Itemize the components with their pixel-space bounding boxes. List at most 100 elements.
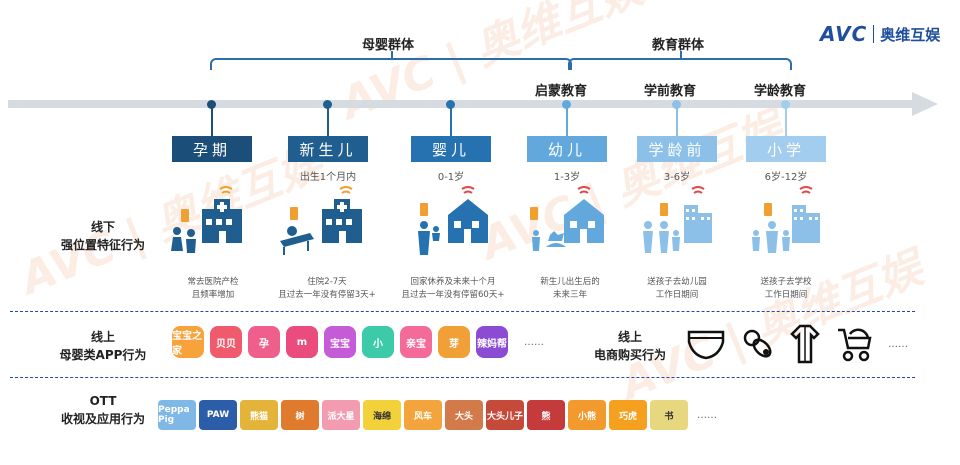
stage-pregnancy: 孕期: [172, 136, 252, 162]
timeline-connector: [450, 108, 452, 136]
desc-line: 常去医院产检: [187, 277, 239, 287]
more-ott-ellipsis: ……: [697, 409, 717, 421]
ott-icon[interactable]: 风车: [404, 400, 442, 430]
desc-line: 回家休养及未来十个月: [410, 277, 496, 287]
ott-icon[interactable]: 海绵: [363, 400, 401, 430]
stage-newborn: 新生儿: [288, 136, 368, 162]
stage-range: 3-6岁: [663, 172, 691, 183]
row-label-offline: 线下 强位置特征行为: [38, 218, 168, 254]
row-label-line: OTT: [89, 394, 117, 408]
pacifier-icon: [740, 326, 776, 362]
stage-range: 0-1岁: [437, 172, 465, 183]
desc-line: 送孩子去学校: [760, 277, 812, 287]
more-apps-ellipsis: ……: [524, 336, 544, 348]
timeline-connector: [785, 108, 787, 136]
app-icon[interactable]: 小: [362, 326, 394, 358]
desc-line: 住院2-7天: [307, 277, 347, 287]
row-label-line: 强位置特征行为: [60, 238, 145, 252]
stage-range: 1-3岁: [553, 172, 581, 183]
desc-line: 工作日期间: [764, 290, 808, 300]
ott-icon[interactable]: 小熊: [568, 400, 606, 430]
ott-icon[interactable]: 大头: [445, 400, 483, 430]
timeline-connector: [566, 108, 568, 136]
stage-primary: 小学: [746, 136, 826, 162]
school-dropoff-icon: [748, 185, 828, 261]
row-label-line: 线上: [617, 330, 642, 344]
desc-line: 且频率增加: [191, 290, 235, 300]
row-label-online: 线上 母婴类APP行为: [38, 328, 168, 364]
stage-range: 出生1个月内: [299, 172, 357, 183]
timeline-axis: [8, 100, 918, 108]
app-icon[interactable]: 宝宝之家: [172, 326, 204, 358]
ecommerce-icon-list: ……: [686, 324, 908, 364]
row-label-line: 收视及应用行为: [60, 412, 145, 426]
logo-divider: [873, 25, 875, 43]
app-icon[interactable]: 宝宝: [324, 326, 356, 358]
row-label-ott: OTT 收视及应用行为: [38, 392, 168, 428]
ott-icon[interactable]: PAW: [199, 400, 237, 430]
baby-clothes-icon: [790, 324, 820, 364]
stage-desc-newborn: 住院2-7天 且过去一年没有停留3天+: [262, 276, 392, 302]
row-label-line: 母婴类APP行为: [59, 348, 147, 362]
stage-desc-primary: 送孩子去学校 工作日期间: [731, 276, 841, 302]
toddler-toy-icon: [528, 185, 608, 261]
logo-name: 奥维互娱: [880, 25, 941, 44]
timeline-arrow-icon: [912, 92, 938, 116]
stage-range: 6岁-12岁: [764, 172, 808, 183]
kindergarten-dropoff-icon: [640, 185, 720, 261]
label-enlightenment-edu: 启蒙教育: [535, 84, 588, 99]
timeline-dot: [323, 100, 332, 109]
label-preschool-edu: 学前教育: [644, 84, 697, 99]
newborn-hospital-icon: [278, 185, 368, 261]
row-label-line: 电商购买行为: [593, 348, 666, 362]
ott-icon[interactable]: 大头儿子: [486, 400, 524, 430]
ott-icon[interactable]: 树: [281, 400, 319, 430]
desc-line: 且过去一年没有停留3天+: [278, 290, 376, 300]
stage-desc-preschool: 送孩子去幼儿园 工作日期间: [622, 276, 732, 302]
app-icon[interactable]: 芽: [438, 326, 470, 358]
label-school-edu: 学龄教育: [754, 84, 807, 99]
ott-icon[interactable]: 巧虎: [609, 400, 647, 430]
timeline-connector: [676, 108, 678, 136]
group-bracket-education: [568, 51, 792, 70]
row-label-line: 线下: [90, 220, 115, 234]
ott-icon[interactable]: Peppa Pig: [158, 400, 196, 430]
app-icon[interactable]: 贝贝: [210, 326, 242, 358]
brand-logo: AVC 奥维互娱: [820, 22, 940, 46]
section-divider: [10, 377, 915, 378]
timeline-dot: [672, 100, 681, 109]
desc-line: 且过去一年没有停留60天+: [401, 290, 505, 300]
stage-desc-toddler: 新生儿出生后的 未来三年: [515, 276, 625, 302]
group-bracket-maternal: [210, 51, 572, 70]
desc-line: 送孩子去幼儿园: [647, 277, 707, 287]
timeline-dot: [446, 100, 455, 109]
row-label-ecommerce: 线上 电商购买行为: [570, 328, 690, 364]
stage-desc-infant: 回家休养及未来十个月 且过去一年没有停留60天+: [388, 276, 518, 302]
app-icon-list: 宝宝之家 贝贝 孕 m 宝宝 小 亲宝 芽 辣妈帮 ……: [172, 326, 544, 358]
desc-line: 工作日期间: [655, 290, 699, 300]
app-icon[interactable]: m: [286, 326, 318, 358]
stage-infant: 婴儿: [411, 136, 491, 162]
ott-icon[interactable]: 熊猫: [240, 400, 278, 430]
hospital-visit-icon: [170, 185, 250, 261]
app-icon[interactable]: 辣妈帮: [476, 326, 508, 358]
app-icon[interactable]: 亲宝: [400, 326, 432, 358]
desc-line: 未来三年: [552, 290, 587, 300]
more-products-ellipsis: ……: [888, 338, 908, 350]
desc-line: 新生儿出生后的: [540, 277, 600, 287]
ott-icon[interactable]: 熊: [527, 400, 565, 430]
stage-preschool: 学龄前: [637, 136, 717, 162]
stage-toddler: 幼儿: [527, 136, 607, 162]
timeline-dot: [781, 100, 790, 109]
timeline-connector: [327, 108, 329, 136]
row-label-line: 线上: [90, 330, 115, 344]
diaper-icon: [686, 326, 726, 362]
ott-icon[interactable]: 派大星: [322, 400, 360, 430]
ott-icon[interactable]: 书: [650, 400, 688, 430]
timeline-dot: [207, 100, 216, 109]
timeline-dot: [562, 100, 571, 109]
timeline-connector: [211, 108, 213, 136]
stroller-icon: [834, 324, 874, 364]
app-icon[interactable]: 孕: [248, 326, 280, 358]
group-label-maternal: 母婴群体: [362, 38, 415, 53]
